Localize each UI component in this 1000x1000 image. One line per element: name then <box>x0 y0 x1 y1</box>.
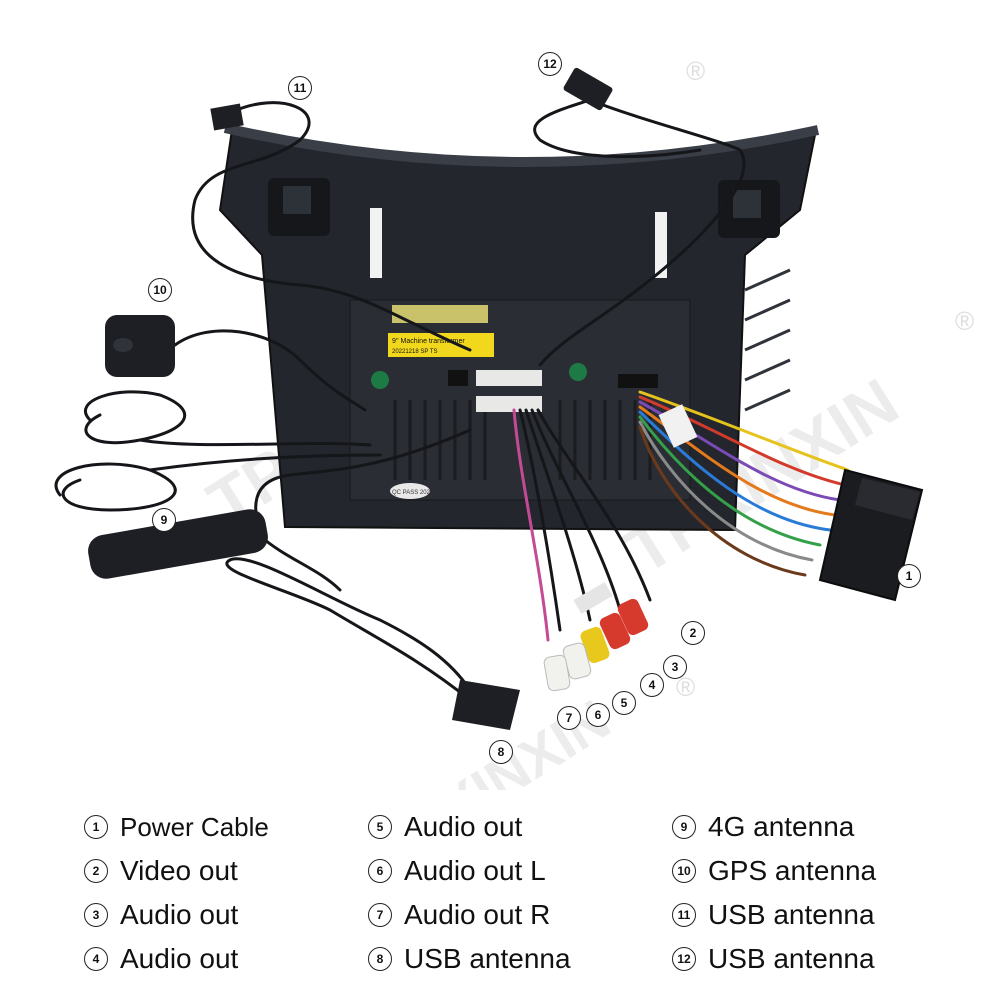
legend-item-6: 6 Audio out L <box>368 849 571 893</box>
callout-7: 7 <box>557 706 581 730</box>
power-harness-wires <box>638 390 850 577</box>
legend-number: 6 <box>368 859 392 883</box>
legend-item-12: 12 USB antenna <box>672 937 876 981</box>
legend-label: Video out <box>120 855 238 886</box>
legend-number: 3 <box>84 903 108 927</box>
legend-number: 5 <box>368 815 392 839</box>
registered-mark-top: ® <box>686 56 705 86</box>
usb-plug-11 <box>210 103 244 131</box>
legend-number: 4 <box>84 947 108 971</box>
legend-label: USB antenna <box>708 943 875 974</box>
legend-number: 12 <box>672 947 696 971</box>
legend-label: Audio out R <box>404 899 551 930</box>
callout-10: 10 <box>148 278 172 302</box>
legend-item-11: 11 USB antenna <box>672 893 876 937</box>
legend-number: 2 <box>84 859 108 883</box>
4g-antenna <box>88 509 268 579</box>
legend-number: 1 <box>84 815 108 839</box>
callout-1: 1 <box>897 564 921 588</box>
rca-plugs <box>543 582 649 692</box>
legend: 1 Power Cable 2 Video out 3 Audio out 4 … <box>0 805 1000 995</box>
callout-2: 2 <box>681 621 705 645</box>
legend-label: USB antenna <box>708 899 875 930</box>
sticker-label: 9'' Machine transformer <box>392 338 465 345</box>
callout-9: 9 <box>152 508 176 532</box>
usb-plug-8 <box>452 680 520 730</box>
legend-item-5: 5 Audio out <box>368 805 571 849</box>
legend-label: Audio out <box>120 899 239 930</box>
legend-column-3: 9 4G antenna 10 GPS antenna 11 USB anten… <box>672 805 876 981</box>
legend-item-7: 7 Audio out R <box>368 893 571 937</box>
legend-item-9: 9 4G antenna <box>672 805 876 849</box>
cables <box>54 98 746 702</box>
registered-mark-right: ® <box>955 306 974 336</box>
legend-number: 7 <box>368 903 392 927</box>
legend-label: Power Cable <box>120 811 269 842</box>
callout-8: 8 <box>489 740 513 764</box>
legend-item-2: 2 Video out <box>84 849 269 893</box>
head-unit-photo: TPXINXIN TPXINXIN TPXINXIN ® ® ® <box>54 56 974 790</box>
legend-number: 10 <box>672 859 696 883</box>
registered-mark-bottom: ® <box>676 672 695 702</box>
legend-column-1: 1 Power Cable 2 Video out 3 Audio out 4 … <box>84 805 269 981</box>
legend-column-2: 5 Audio out 6 Audio out L 7 Audio out R … <box>368 805 571 981</box>
legend-label: Audio out L <box>404 855 546 886</box>
qc-sticker: QC PASS 2022 <box>392 490 434 496</box>
power-connector <box>818 468 924 602</box>
legend-label: USB antenna <box>404 943 571 974</box>
legend-label: Audio out <box>120 943 239 974</box>
legend-number: 11 <box>672 903 696 927</box>
callout-3: 3 <box>663 655 687 679</box>
legend-item-10: 10 GPS antenna <box>672 849 876 893</box>
legend-item-8: 8 USB antenna <box>368 937 571 981</box>
legend-item-4: 4 Audio out <box>84 937 269 981</box>
legend-number: 8 <box>368 947 392 971</box>
legend-item-3: 3 Audio out <box>84 893 269 937</box>
sticker-code: 20221218 SP TS <box>392 349 437 355</box>
legend-label: 4G antenna <box>708 811 855 842</box>
legend-label: GPS antenna <box>708 855 877 886</box>
gps-antenna <box>105 315 175 377</box>
callout-11: 11 <box>288 76 312 100</box>
callout-5: 5 <box>612 691 636 715</box>
callout-6: 6 <box>586 703 610 727</box>
usb-plug-12 <box>563 67 613 111</box>
legend-item-1: 1 Power Cable <box>84 805 269 849</box>
callout-12: 12 <box>538 52 562 76</box>
callout-4: 4 <box>640 673 664 697</box>
legend-number: 9 <box>672 815 696 839</box>
legend-label: Audio out <box>404 811 523 842</box>
